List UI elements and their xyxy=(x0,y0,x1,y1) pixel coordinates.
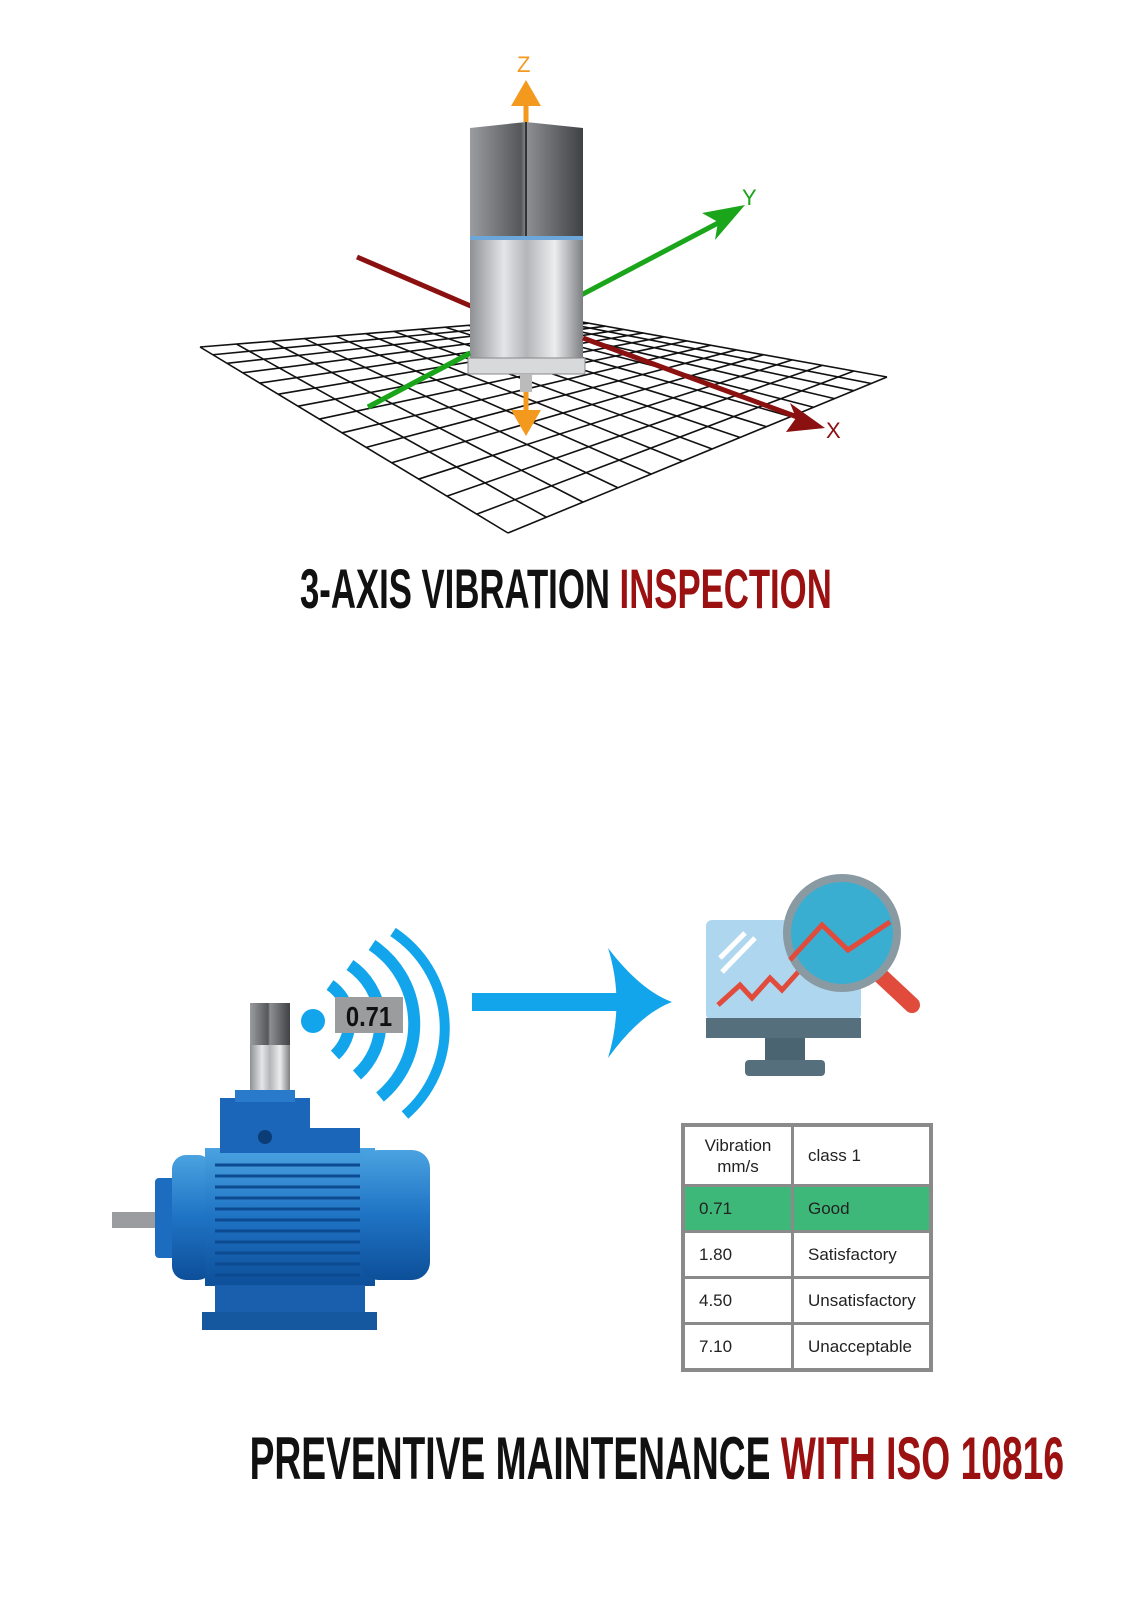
y-axis-line-front xyxy=(366,350,472,410)
grid-line xyxy=(391,353,764,464)
grid-line xyxy=(335,335,652,475)
title-preventive-maintenance: PREVENTIVE MAINTENANCE WITH ISO 10816 xyxy=(0,1424,1131,1493)
title-3-axis-inspection: 3-AXIS VIBRATION INSPECTION xyxy=(0,556,1131,621)
grid-line xyxy=(199,346,509,534)
row-rating: Unacceptable xyxy=(791,1322,933,1372)
reading-badge xyxy=(335,997,403,1033)
data-flow-arrow xyxy=(472,948,672,1058)
y-axis-label: Y xyxy=(742,185,757,210)
title1-part2: INSPECTION xyxy=(619,557,832,620)
header-line1: Vibration xyxy=(704,1135,772,1155)
z-axis-arrowhead-down xyxy=(511,410,541,436)
header-line2: mm/s xyxy=(717,1156,759,1176)
motor-sensor xyxy=(250,1003,290,1090)
title1-part1: 3-AXIS VIBRATION xyxy=(299,557,610,620)
z-axis-arrowhead-up xyxy=(511,80,541,106)
y-axis-arrowhead xyxy=(702,205,745,240)
grid-line xyxy=(507,376,888,534)
grid-line xyxy=(559,317,888,378)
vibration-sensor xyxy=(467,122,586,392)
row-value: 1.80 xyxy=(681,1230,794,1279)
x-axis-label: X xyxy=(826,418,841,443)
header-class: class 1 xyxy=(791,1123,933,1187)
electric-motor xyxy=(112,1090,430,1330)
grid-line xyxy=(236,343,547,518)
x-axis-arrowhead xyxy=(786,403,825,432)
row-rating: Unsatisfactory xyxy=(791,1276,933,1325)
x-axis-line xyxy=(356,254,481,313)
grid-line xyxy=(365,349,737,449)
row-value: 4.50 xyxy=(681,1276,794,1325)
row-value: 0.71 xyxy=(681,1184,794,1233)
grid-line xyxy=(418,359,793,480)
grid-line xyxy=(304,337,619,489)
z-axis-label: Z xyxy=(517,52,530,77)
row-rating: Good xyxy=(791,1184,933,1233)
row-rating: Satisfactory xyxy=(791,1230,933,1279)
grid-line xyxy=(393,330,713,450)
grid-line xyxy=(446,364,823,497)
title2-part1: PREVENTIVE MAINTENANCE xyxy=(249,1425,771,1492)
signal-dot xyxy=(301,1009,325,1033)
row-value: 7.10 xyxy=(681,1322,794,1372)
grid-line xyxy=(270,340,584,503)
grid-line xyxy=(544,318,872,385)
grid-line xyxy=(476,370,855,515)
reading-value: 0.71 xyxy=(346,1000,392,1032)
magnifier-icon xyxy=(783,874,920,1013)
x-axis-line-front xyxy=(582,335,801,421)
title2-part2: WITH ISO 10816 xyxy=(780,1425,1065,1492)
